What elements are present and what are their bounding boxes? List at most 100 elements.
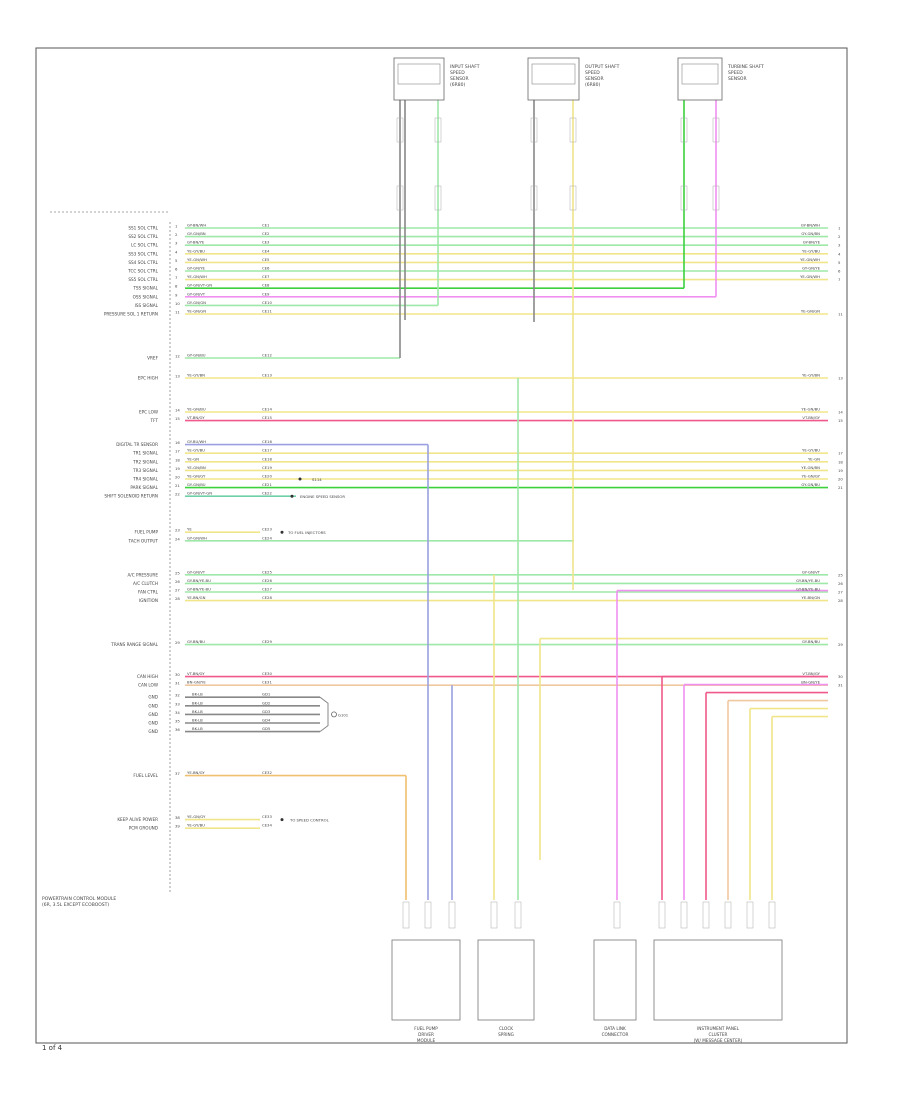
speed-sensor-connector: [681, 63, 719, 85]
pin-number: 34: [175, 710, 180, 715]
pin-name-label: GND: [148, 703, 158, 708]
pin-number: 17: [175, 449, 180, 454]
wire-color-label: GY-GN/WH: [187, 535, 207, 540]
circuit-label: GD3: [262, 709, 271, 714]
pin-name-label: GND: [148, 721, 158, 726]
circuit-label: CE24: [262, 535, 272, 540]
pin-name-label: SS5 SOL CTRL: [128, 277, 158, 282]
pin-name-label: VREF: [147, 356, 158, 361]
footer-code: 1 of 4: [42, 1044, 63, 1052]
pin-number: 9: [175, 292, 178, 297]
pin-number: 14: [175, 408, 180, 413]
speed-sensor-label: SPEED: [728, 70, 743, 76]
pin-number: 24: [175, 536, 180, 541]
bottom-component-label: (W/ MESSAGE CENTER): [694, 1038, 743, 1043]
wire-color-label: YE-GN: [808, 456, 820, 461]
wire-color-label: GY-GN/GN: [187, 300, 206, 305]
speed-sensor-connector: [531, 63, 576, 85]
pin-number: 4: [175, 249, 178, 254]
wire-color-label: YE-GN/BN: [801, 465, 820, 470]
pin-name-label: GND: [148, 729, 158, 734]
wire-color-label: YE-GN/GY: [187, 474, 206, 479]
pin-name-label: EPC LOW: [139, 410, 158, 415]
pin-number: 16: [175, 440, 180, 445]
circuit-label: CE33: [262, 814, 272, 819]
wire-color-label: YE-GY/BU: [187, 823, 205, 828]
right-connector-pin: 6: [838, 269, 841, 274]
wire-color-label: BN-GN/YE: [801, 680, 820, 685]
circuit-label: CE34: [262, 823, 272, 828]
wire-color-label: YE: [187, 527, 192, 532]
circuit-label: CE29: [262, 639, 272, 644]
wire-color-label: GY-GN/VT: [187, 291, 206, 296]
right-connector-pin: 3: [838, 243, 841, 248]
wire-color-label: YE-GN/BU: [801, 407, 820, 412]
pin-number: 12: [175, 354, 180, 359]
pin-name-label: FUEL LEVEL: [133, 773, 158, 778]
wire-connector-pin: [768, 901, 776, 929]
right-connector-pin: 26: [838, 581, 843, 586]
pin-number: 38: [175, 815, 180, 820]
wire-connector-pin: [434, 185, 442, 211]
label-group: POWERTRAIN CONTROL MODULE(6R, 3.5L EXCEP…: [42, 64, 843, 1043]
right-connector-pin: 14: [838, 410, 843, 415]
data-link-connector-box: [593, 939, 637, 1021]
wire-connector-pin: [396, 117, 404, 143]
pin-number: 1: [175, 224, 178, 229]
pin-number: 33: [175, 701, 180, 706]
bottom-component-label: CLOCK: [499, 1026, 513, 1031]
wire-color-label: BK-LB: [192, 709, 203, 714]
bottom-component-label: FUEL PUMP: [414, 1026, 438, 1031]
bottom-component-label: MODULE: [417, 1038, 436, 1043]
speed-sensor-label: SENSOR: [728, 76, 747, 82]
pin-number: 32: [175, 693, 180, 698]
note-label: TO FUEL INJECTORS: [287, 530, 326, 535]
speed-sensor-label: SENSOR: [585, 76, 604, 82]
wire-color-label: GY-GN/YE: [187, 266, 206, 271]
pin-number: 25: [175, 570, 180, 575]
pin-name-label: TACH OUTPUT: [128, 538, 159, 543]
diagram-frame: [35, 47, 848, 1044]
wire-color-label: YE-GN/WH: [800, 274, 820, 279]
ground-bus: [319, 696, 329, 732]
wire-connector-pin: [530, 185, 538, 211]
wire-color-label: GY-GN/YE: [802, 266, 821, 271]
clock-spring-box: [477, 939, 535, 1021]
wire-color-label: YE-GN/GY: [802, 474, 821, 479]
pin-name-label: CAN LOW: [138, 683, 158, 688]
right-connector-pin: 21: [838, 485, 843, 490]
pin-name-label: PARK SIGNAL: [130, 485, 158, 490]
circuit-label: CE1: [262, 223, 270, 228]
fuel-pump-module-box: [391, 939, 461, 1021]
wire-color-label: BK-LB: [192, 718, 203, 723]
speed-sensor-label: TURBINE SHAFT: [727, 64, 764, 70]
pin-number: 36: [175, 727, 180, 732]
circuit-label: CE9: [262, 291, 270, 296]
right-connector-pin: 28: [838, 598, 843, 603]
wire-color-label: YE-GN/BN: [187, 465, 206, 470]
wire-color-label: VT-BN/GY: [187, 415, 205, 420]
speed-sensor-label: SPEED: [450, 70, 465, 76]
bottom-component-label: SPRING: [498, 1032, 514, 1037]
wire-connector-pin: [613, 901, 621, 929]
circuit-label: GD5: [262, 726, 271, 731]
wire-color-label: BN-GN/YE: [187, 680, 206, 685]
pin-name-label: CAN HIGH: [137, 674, 158, 679]
right-connector-pin: 29: [838, 642, 843, 647]
speed-sensor-label: SPEED: [585, 70, 600, 76]
wire-color-label: GY-GN/BU: [187, 482, 206, 487]
circuit-label: CE27: [262, 587, 272, 592]
circuit-label: CE2: [262, 231, 270, 236]
circuit-label: CE17: [262, 448, 272, 453]
pin-number: 28: [175, 596, 180, 601]
speed-sensor-body: [393, 57, 445, 101]
wire-color-label: BK-LB: [192, 726, 203, 731]
circuit-label: GD2: [262, 700, 271, 705]
pin-name-label: TRANS RANGE SIGNAL: [110, 642, 158, 647]
pin-name-label: SS3 SOL CTRL: [128, 251, 158, 256]
wire-color-label: GY-GN/VT-GN: [187, 283, 212, 288]
wire-connector-pin: [424, 901, 432, 929]
note-dot-icon: [280, 818, 284, 822]
bottom-component-label: INSTRUMENT PANEL: [697, 1026, 740, 1031]
pin-number: 29: [175, 640, 180, 645]
